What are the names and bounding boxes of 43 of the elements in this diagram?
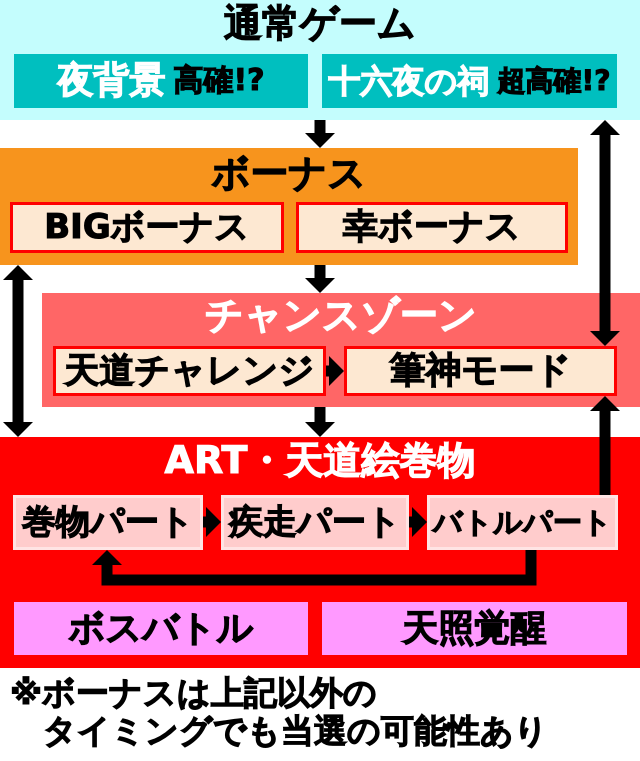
box-label: 幸ボーナス [343, 207, 521, 248]
section-title: チャンスゾーン [205, 293, 477, 337]
state-box [427, 495, 618, 550]
section-title: ボーナス [212, 151, 366, 195]
state-box [13, 495, 203, 550]
arrow [305, 407, 335, 437]
state-box [322, 602, 627, 655]
state-box [344, 346, 617, 396]
state-box [322, 54, 617, 108]
box-label: 夜背景 [57, 60, 166, 102]
double-arrow [3, 265, 33, 437]
box-label: ボスバトル [68, 608, 254, 650]
double-arrow [590, 120, 620, 346]
state-box [53, 346, 326, 396]
section-title: ART・天道絵巻物 [164, 438, 476, 482]
state-box [221, 495, 409, 550]
box-label: BIGボーナス [44, 208, 250, 248]
box-label: バトルパート [433, 506, 612, 540]
arrow [305, 120, 335, 148]
state-box [14, 54, 308, 108]
box-label: 十六夜の祠 [328, 62, 490, 100]
section-band [0, 148, 578, 265]
box-label: 天照覚醒 [402, 608, 546, 650]
box-label: 天道チャレンジ [64, 350, 314, 392]
section-band [42, 293, 640, 407]
section-band [0, 0, 640, 120]
box-label: 疾走パート [229, 502, 401, 542]
state-box [14, 602, 308, 655]
arrow [326, 356, 344, 386]
state-box [296, 202, 568, 253]
section-band [0, 437, 640, 668]
box-label: 巻物パート [22, 502, 194, 542]
arrow [305, 265, 335, 293]
box-label: 高確!? [173, 64, 265, 98]
arrow [409, 507, 427, 537]
box-label: 筆神モード [390, 350, 572, 392]
footnote: ※ボーナスは上記以外のタイミングでも当選の可能性あり [10, 674, 548, 750]
box-label: 超高確!? [497, 64, 610, 98]
state-box [10, 202, 284, 253]
arrow [92, 550, 536, 586]
section-title: 通常ゲーム [224, 1, 416, 45]
arrow [203, 507, 221, 537]
arrow [590, 396, 620, 495]
